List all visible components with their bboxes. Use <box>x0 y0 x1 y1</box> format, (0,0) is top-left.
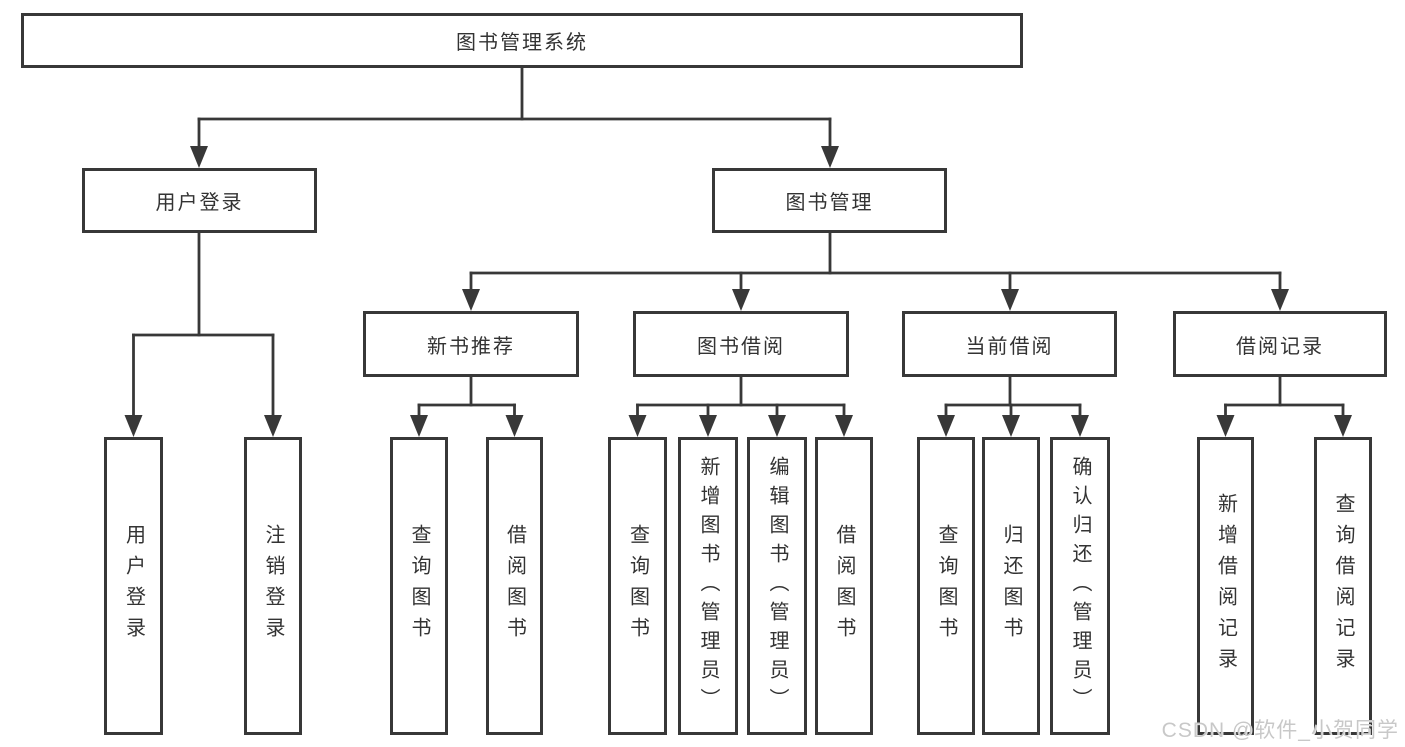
leaf-add-borrow-record-label: 新增借阅记录 <box>1214 493 1237 679</box>
leaf-query-borrow-record: 查询借阅记录 <box>1314 437 1372 735</box>
leaf-current-query-books: 查询图书 <box>917 437 975 735</box>
leaf-borrow-books-label: 借阅图书 <box>833 524 855 648</box>
leaf-return-books-label: 归还图书 <box>1000 524 1022 648</box>
leaf-recommend-borrow-books: 借阅图书 <box>486 437 543 735</box>
leaf-add-books-admin-label: 新增图书（管理员） <box>697 455 719 717</box>
node-borrow-records: 借阅记录 <box>1173 311 1387 377</box>
leaf-borrow-query-books-label: 查询图书 <box>626 524 649 648</box>
leaf-recommend-borrow-books-label: 借阅图书 <box>503 524 526 648</box>
leaf-recommend-query-books-label: 查询图书 <box>408 524 430 648</box>
node-user-login: 用户登录 <box>82 168 317 233</box>
leaf-logout-label: 注销登录 <box>262 524 284 648</box>
node-borrow-records-label: 借阅记录 <box>1236 335 1324 358</box>
leaf-current-query-books-label: 查询图书 <box>935 524 957 648</box>
leaf-query-borrow-record-label: 查询借阅记录 <box>1332 493 1354 679</box>
leaf-confirm-return-admin: 确认归还（管理员） <box>1050 437 1110 735</box>
node-root-label: 图书管理系统 <box>456 32 588 54</box>
leaf-recommend-query-books: 查询图书 <box>390 437 448 735</box>
leaf-add-books-admin: 新增图书（管理员） <box>678 437 738 735</box>
leaf-edit-books-admin-label: 编辑图书（管理员） <box>766 455 788 717</box>
node-book-borrow: 图书借阅 <box>633 311 849 377</box>
node-user-login-label: 用户登录 <box>155 192 244 214</box>
node-current-borrow: 当前借阅 <box>902 311 1117 377</box>
node-current-borrow-label: 当前借阅 <box>965 335 1054 358</box>
leaf-add-borrow-record: 新增借阅记录 <box>1197 437 1254 735</box>
leaf-borrow-books: 借阅图书 <box>815 437 873 735</box>
node-root: 图书管理系统 <box>21 13 1023 68</box>
csdn-watermark: CSDN @软件_小贺同学 <box>1161 719 1399 742</box>
leaf-borrow-query-books: 查询图书 <box>608 437 667 735</box>
node-book-borrow-label: 图书借阅 <box>697 335 785 358</box>
leaf-user-login: 用户登录 <box>104 437 163 735</box>
leaf-edit-books-admin: 编辑图书（管理员） <box>747 437 807 735</box>
node-book-management: 图书管理 <box>712 168 947 233</box>
leaf-logout: 注销登录 <box>244 437 302 735</box>
leaf-user-login-label: 用户登录 <box>122 524 145 648</box>
leaf-return-books: 归还图书 <box>982 437 1040 735</box>
node-new-book-recommend: 新书推荐 <box>363 311 579 377</box>
node-book-management-label: 图书管理 <box>785 192 874 214</box>
node-new-book-recommend-label: 新书推荐 <box>427 335 515 358</box>
leaf-confirm-return-admin-label: 确认归还（管理员） <box>1069 455 1091 717</box>
